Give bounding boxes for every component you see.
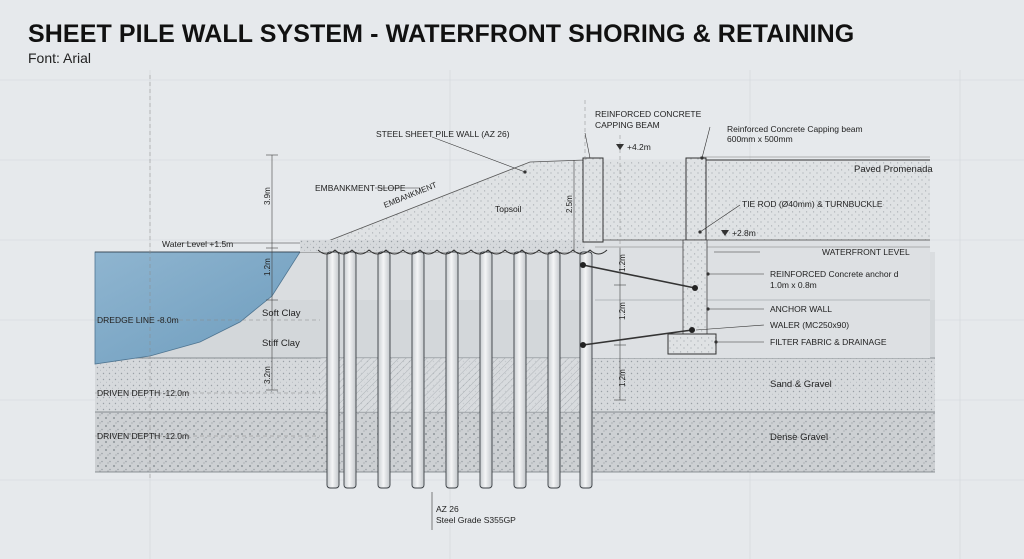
dense-gravel-label: Dense Gravel (770, 432, 828, 443)
tie-rod-upper (582, 264, 696, 289)
backfill (585, 160, 930, 240)
sheet-pile-5 (445, 251, 459, 489)
topsoil-layer (300, 240, 595, 252)
stiff-clay-label: Stiff Clay (262, 338, 300, 349)
tie-rods (582, 264, 696, 346)
soft-clay-label: Soft Clay (262, 308, 301, 319)
sheet-pile-4 (411, 251, 425, 489)
retained-soil (585, 240, 930, 358)
deadman-column (685, 157, 707, 241)
dimension-lines (266, 154, 626, 401)
sheet-pile-1 (326, 251, 340, 489)
filter-label: FILTER FABRIC & DRAINAGE (770, 337, 887, 347)
rod-end-3 (580, 342, 586, 348)
driven-depth-label-2: DRIVEN DEPTH -12.0m (97, 431, 189, 441)
sheet-pile-6 (479, 251, 493, 489)
sheet-pile-9 (579, 251, 593, 489)
dredge-line-label: DREDGE LINE -8.0m (97, 315, 179, 325)
sheet-pile-group (317, 249, 608, 489)
dim-1-2m-d: 1.2m (618, 369, 627, 387)
capping-beam-label-line1: REINFORCED CONCRETE (595, 109, 702, 119)
dim-1-2m-b: 1.2m (618, 254, 627, 272)
anchor-wall-label: ANCHOR WALL (770, 304, 832, 314)
capping-beam2-label: Reinforced Concrete Capping beam (727, 124, 863, 134)
waterfront-level-label: WATERFRONT LEVEL (822, 247, 910, 257)
anchor-size-label: 1.0m x 0.8m (770, 280, 817, 290)
dim-3-2m: 3.2m (263, 366, 272, 384)
rod-end-1 (580, 262, 586, 268)
extension-lines (95, 75, 621, 480)
sheet-pile-profile (317, 249, 608, 255)
sheet-pile-2 (343, 251, 357, 489)
topsoil-label: Topsoil (495, 204, 522, 214)
level-ground-label: +2.8m (732, 228, 756, 238)
waler-label: WALER (MC250x90) (770, 320, 849, 330)
embankment-fill (299, 159, 586, 253)
rod-end-4 (689, 327, 695, 333)
capping-beam-label-line2: CAPPING BEAM (595, 120, 660, 130)
page-subtitle: Font: Arial (28, 50, 92, 66)
dim-1-2m-c: 1.2m (618, 302, 627, 320)
level-ground-marker (721, 230, 729, 236)
dim-1-2m-a: 1.2m (263, 258, 272, 276)
dim-2-5m: 2.5m (565, 195, 574, 213)
dim-3-9m: 3.9m (263, 187, 272, 205)
sheet-pile-label: STEEL SHEET PILE WALL (AZ 26) (376, 129, 510, 139)
leader-lines (180, 126, 765, 530)
tie-rod-lower (582, 329, 693, 346)
steel-grade-label: Steel Grade S355GP (436, 515, 516, 525)
capping-beam2-size: 600mm x 500mm (727, 134, 793, 144)
embankment-label: EMBANKMENT SLOPE (315, 183, 406, 193)
driven-depth-label-1: DRIVEN DEPTH -12.0m (97, 388, 189, 398)
sheet-pile-8 (547, 251, 561, 489)
sheet-pile-3 (377, 251, 391, 489)
pile-type-label: AZ 26 (436, 504, 459, 514)
level-top-label: +4.2m (627, 142, 651, 152)
anchor-footing (667, 333, 717, 355)
page-title: SHEET PILE WALL SYSTEM - WATERFRONT SHOR… (28, 20, 855, 48)
water-body (94, 251, 301, 365)
anchor-label: REINFORCED Concrete anchor d (770, 269, 899, 279)
water-level-label: Water Level +1.5m (162, 239, 233, 249)
rod-end-2 (692, 285, 698, 291)
capping-beam (582, 157, 604, 243)
rod-connectors (580, 262, 698, 348)
sheet-pile-7 (513, 251, 527, 489)
level-top-marker (616, 144, 624, 150)
promenade-label: Paved Promenada (854, 164, 933, 175)
sand-gravel-label: Sand & Gravel (770, 379, 832, 390)
tie-rod-label: TIE ROD (Ø40mm) & TURNBUCKLE (742, 199, 883, 209)
leader-dots (523, 156, 718, 344)
